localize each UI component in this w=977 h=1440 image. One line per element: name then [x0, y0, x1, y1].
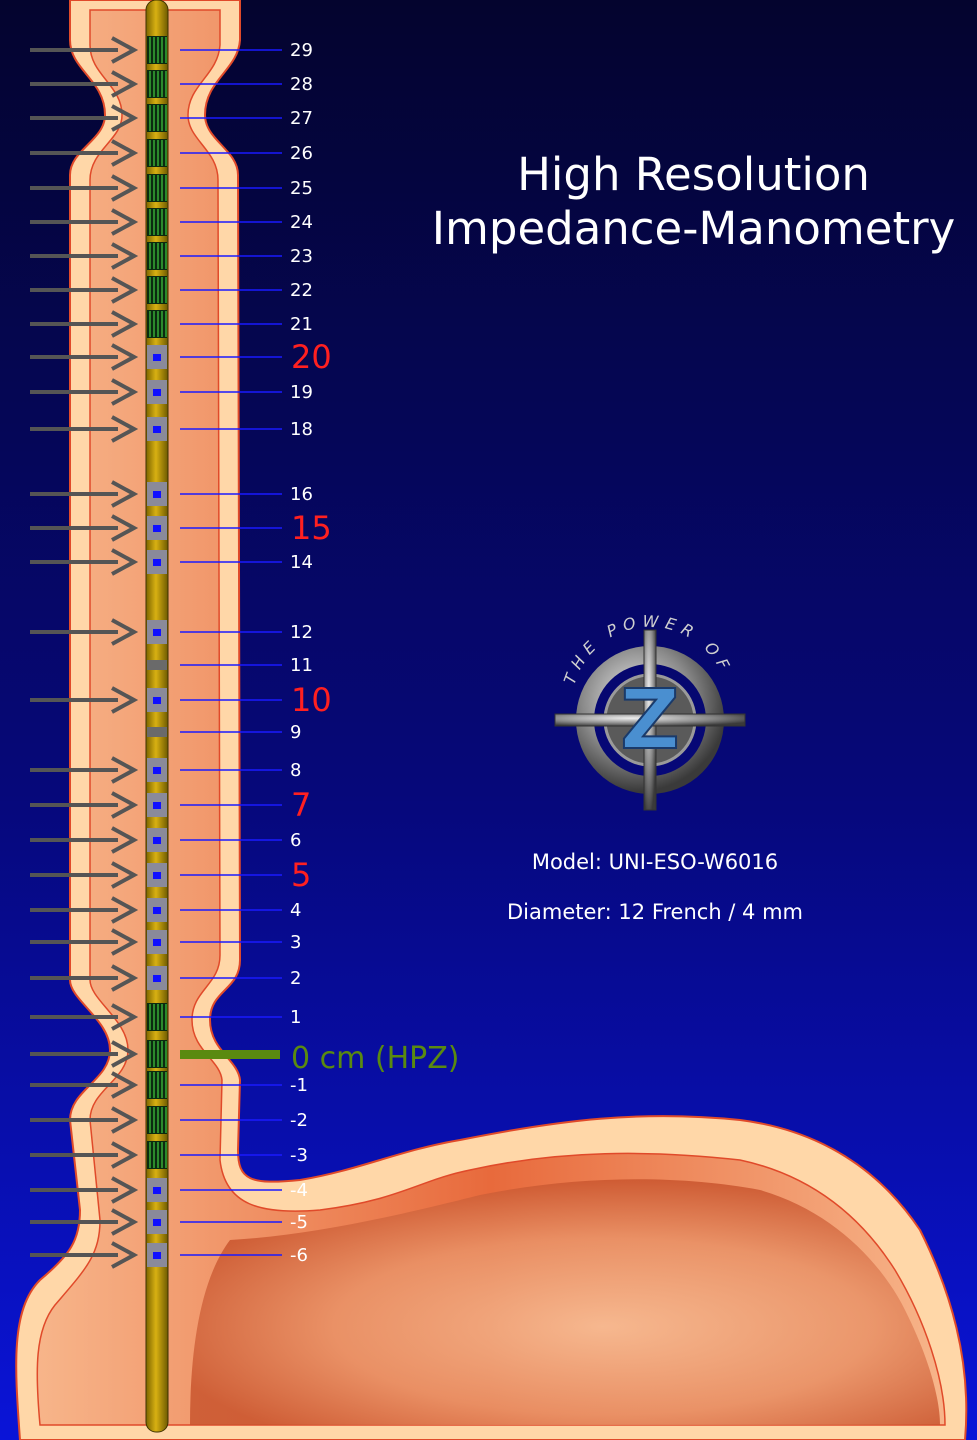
sensor-label-18: 18	[290, 419, 313, 440]
impedance-sensor-14	[147, 550, 167, 574]
impedance-sensor-minus-4	[147, 1178, 167, 1202]
ring-sensor-11	[147, 660, 167, 670]
pressure-sensor-21	[147, 310, 167, 338]
pressure-sensor-minus-3	[147, 1141, 167, 1169]
ring-sensor-9	[147, 727, 167, 737]
sensor-label-27: 27	[290, 108, 313, 129]
sensor-label-26: 26	[290, 143, 313, 164]
sensor-label-15: 15	[291, 509, 332, 547]
sensor-label-20: 20	[291, 338, 332, 376]
impedance-sensor-minus-5	[147, 1210, 167, 1234]
impedance-sensor-minus-6	[147, 1243, 167, 1267]
diameter-text: Diameter: 12 French / 4 mm	[480, 900, 830, 924]
sensor-label-1: 1	[290, 1007, 301, 1028]
pressure-sensor-26	[147, 139, 167, 167]
impedance-sensor-7	[147, 793, 167, 817]
sensor-label-29: 29	[290, 40, 313, 61]
sensor-label-4: 4	[290, 900, 301, 921]
pressure-sensor-25	[147, 174, 167, 202]
pressure-sensor-minus-1	[147, 1071, 167, 1099]
sensor-label-7: 7	[291, 786, 311, 824]
sensor-label-23: 23	[290, 246, 313, 267]
impedance-sensor-4	[147, 898, 167, 922]
sensor-label-3: 3	[290, 932, 301, 953]
sensor-labels: 2928272625242322212019181615141211109876…	[290, 40, 332, 1266]
impedance-sensor-6	[147, 828, 167, 852]
pressure-sensor-28	[147, 70, 167, 98]
sensor-label-22: 22	[290, 280, 313, 301]
sensor-label-minus-4: -4	[290, 1180, 308, 1201]
impedance-sensor-20	[147, 345, 167, 369]
sensor-label-21: 21	[290, 314, 313, 335]
power-of-z-logo: THE POWER OF Z	[550, 605, 750, 815]
sensor-label-10: 10	[291, 681, 332, 719]
impedance-sensor-18	[147, 417, 167, 441]
title-line-2: Impedance-Manometry	[410, 202, 977, 256]
pressure-sensor-27	[147, 104, 167, 132]
sensor-label-5: 5	[291, 856, 311, 894]
impedance-sensor-2	[147, 966, 167, 990]
impedance-sensor-8	[147, 758, 167, 782]
pressure-sensor-29	[147, 36, 167, 64]
sensor-label-11: 11	[290, 655, 313, 676]
impedance-sensor-16	[147, 482, 167, 506]
sensor-label-19: 19	[290, 382, 313, 403]
impedance-sensor-5	[147, 863, 167, 887]
sensor-label-16: 16	[290, 484, 313, 505]
impedance-sensor-15	[147, 516, 167, 540]
sensor-label-minus-2: -2	[290, 1110, 308, 1131]
sensor-label-6: 6	[290, 830, 301, 851]
impedance-sensor-19	[147, 380, 167, 404]
pressure-sensor-24	[147, 208, 167, 236]
sensor-label-minus-5: -5	[290, 1212, 308, 1233]
sensor-label-12: 12	[290, 622, 313, 643]
impedance-sensor-10	[147, 688, 167, 712]
impedance-sensor-12	[147, 620, 167, 644]
sensor-label-8: 8	[290, 760, 301, 781]
pressure-sensor-1	[147, 1003, 167, 1031]
model-text: Model: UNI-ESO-W6016	[480, 850, 830, 874]
title-line-1: High Resolution	[410, 148, 977, 202]
hpz-label: 0 cm (HPZ)	[291, 1041, 460, 1076]
sensor-label-9: 9	[290, 722, 301, 743]
sensor-label-minus-6: -6	[290, 1245, 308, 1266]
sensor-label-25: 25	[290, 178, 313, 199]
pressure-sensor-22	[147, 276, 167, 304]
sensor-label-minus-3: -3	[290, 1145, 308, 1166]
sensor-label-minus-1: -1	[290, 1075, 308, 1096]
sensor-label-14: 14	[290, 552, 313, 573]
sensor-label-2: 2	[290, 968, 301, 989]
pressure-sensor-hpz	[147, 1040, 167, 1068]
hpz-marker	[180, 1050, 280, 1059]
logo-letter: Z	[620, 673, 679, 768]
pressure-sensor-23	[147, 242, 167, 270]
sensor-label-24: 24	[290, 212, 313, 233]
impedance-sensor-3	[147, 930, 167, 954]
sensor-label-28: 28	[290, 74, 313, 95]
page-title: High Resolution Impedance-Manometry	[410, 148, 977, 256]
pressure-sensor-minus-2	[147, 1106, 167, 1134]
